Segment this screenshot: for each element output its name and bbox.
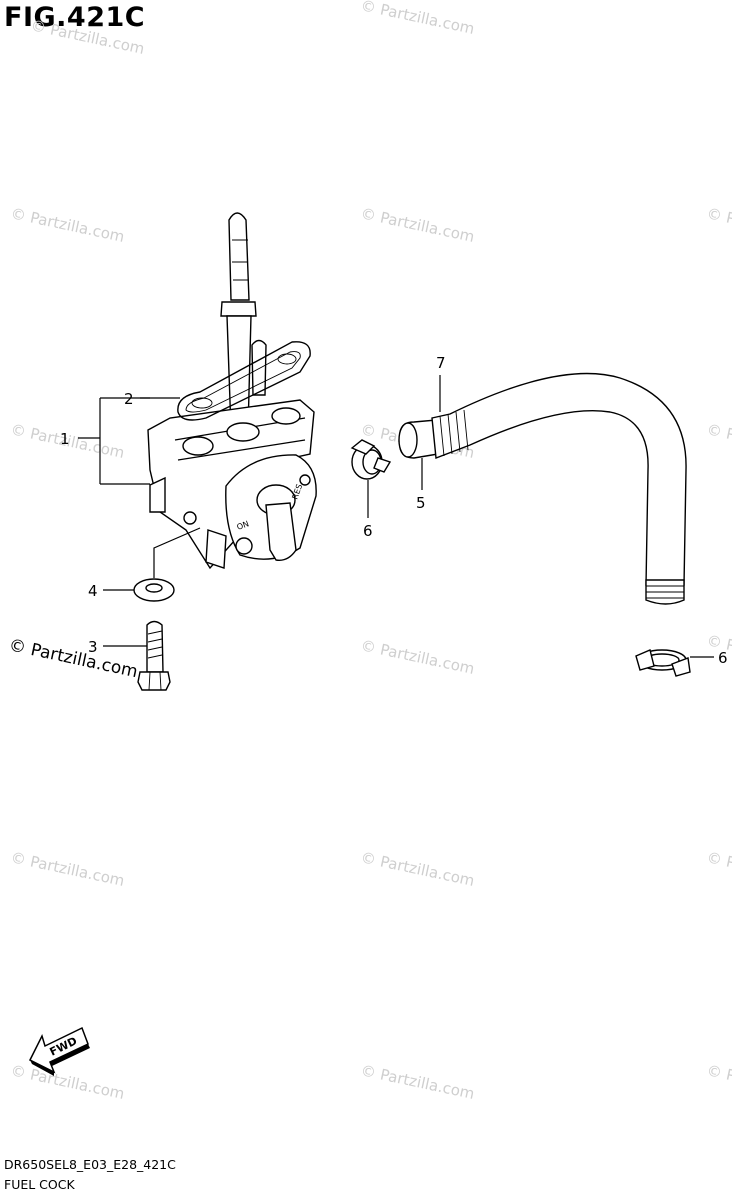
- leader-lines: [78, 375, 714, 658]
- watermark-layer: © Partzilla.com © Partzilla.com © Partzi…: [7, 0, 732, 1103]
- watermark: © Partzilla.com: [705, 848, 732, 890]
- fuel-cock-body[interactable]: ON RES: [147, 212, 317, 570]
- callout-6-lower[interactable]: 6: [718, 649, 728, 667]
- watermark: © Partzilla.com: [9, 848, 126, 890]
- watermark: © Partzilla.com: [359, 636, 476, 678]
- watermark: © Partzilla.com: [359, 1061, 476, 1103]
- callout-3[interactable]: 3: [88, 638, 98, 656]
- watermark: © Partzilla.com: [359, 848, 476, 890]
- watermark: © Partzilla.com: [705, 1061, 732, 1103]
- callout-7[interactable]: 7: [436, 354, 446, 372]
- callout-2[interactable]: 2: [124, 390, 134, 408]
- callout-labels: 1 2 3 4 5 6 6 7: [60, 354, 728, 667]
- watermark-prominent: © Partzilla.com: [7, 635, 139, 682]
- figure-title: FIG.421C: [4, 2, 146, 33]
- watermark: © Partzilla.com: [705, 204, 732, 246]
- valve-on-marking: ON: [236, 519, 251, 532]
- hose-clamp-lower[interactable]: [635, 649, 691, 677]
- watermark: © Partzilla.com: [9, 1061, 126, 1103]
- watermark: © Partzilla.com: [359, 204, 476, 246]
- callout-6-upper[interactable]: 6: [363, 522, 373, 540]
- model-code: DR650SEL8_E03_E28_421C: [4, 1157, 176, 1172]
- callout-5[interactable]: 5: [416, 494, 426, 512]
- fuel-hose[interactable]: [431, 372, 687, 605]
- washer[interactable]: [133, 578, 175, 602]
- gasket[interactable]: [177, 341, 311, 421]
- fuel-pipe-inner[interactable]: [398, 419, 439, 459]
- watermark: © Partzilla.com: [9, 204, 126, 246]
- callout-4[interactable]: 4: [88, 582, 98, 600]
- hose-clamp-upper[interactable]: [350, 439, 392, 480]
- watermark: © Partzilla.com: [359, 0, 476, 38]
- watermark: © Partzilla.com: [29, 16, 146, 58]
- watermark: © Partzilla.com: [705, 420, 732, 462]
- bolt[interactable]: [137, 620, 171, 691]
- callout-1[interactable]: 1: [60, 430, 70, 448]
- section-name: FUEL COCK: [4, 1177, 75, 1192]
